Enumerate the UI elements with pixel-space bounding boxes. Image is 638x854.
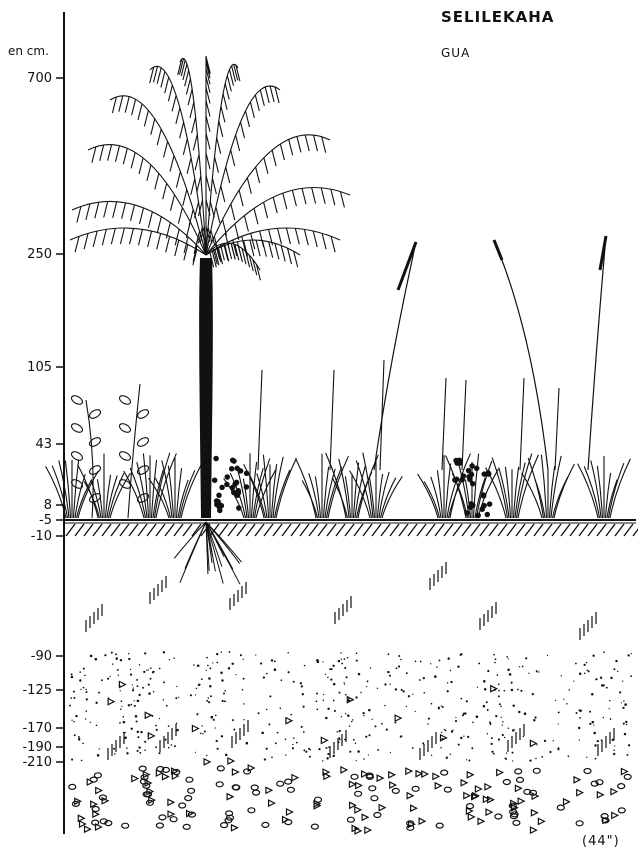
scale-tick-label: 700: [27, 71, 52, 86]
shrub-illustrations: [70, 383, 493, 519]
soil-layer-fibrous: [85, 562, 615, 760]
scale-tick-label: 105: [27, 360, 52, 375]
scale-tick-label: -5: [39, 513, 52, 528]
scale-unit: en cm.: [8, 44, 49, 58]
soil-layer-gravel: [68, 680, 632, 835]
diagram-title: SELILEKAHA: [441, 8, 555, 26]
scale-tick-label: -210: [22, 755, 52, 770]
scale-tick-label: 250: [27, 247, 52, 262]
grass-seedheads: [373, 235, 608, 471]
scale-tick-label: -190: [22, 740, 52, 755]
scale-tick-label: -170: [22, 721, 52, 736]
ground-surface: [64, 519, 638, 537]
soil-layer-sandy: [69, 651, 632, 762]
palm-tree-illustration: [69, 55, 351, 585]
herbaceous-layer: [45, 359, 631, 519]
scale-tick-label: -10: [31, 529, 52, 544]
scale-tick-label: 8: [44, 498, 52, 513]
scale-tick-label: 43: [35, 437, 52, 452]
diagram-subtitle: GUA: [441, 46, 471, 60]
scale-ticks: 700 250 105 43 8-5-10 -90 -125 -170 -190-210: [22, 71, 64, 770]
scale-tick-label: -125: [22, 683, 52, 698]
scale-tick-label: -90: [31, 649, 52, 664]
figure-reference: (44"): [582, 834, 620, 849]
